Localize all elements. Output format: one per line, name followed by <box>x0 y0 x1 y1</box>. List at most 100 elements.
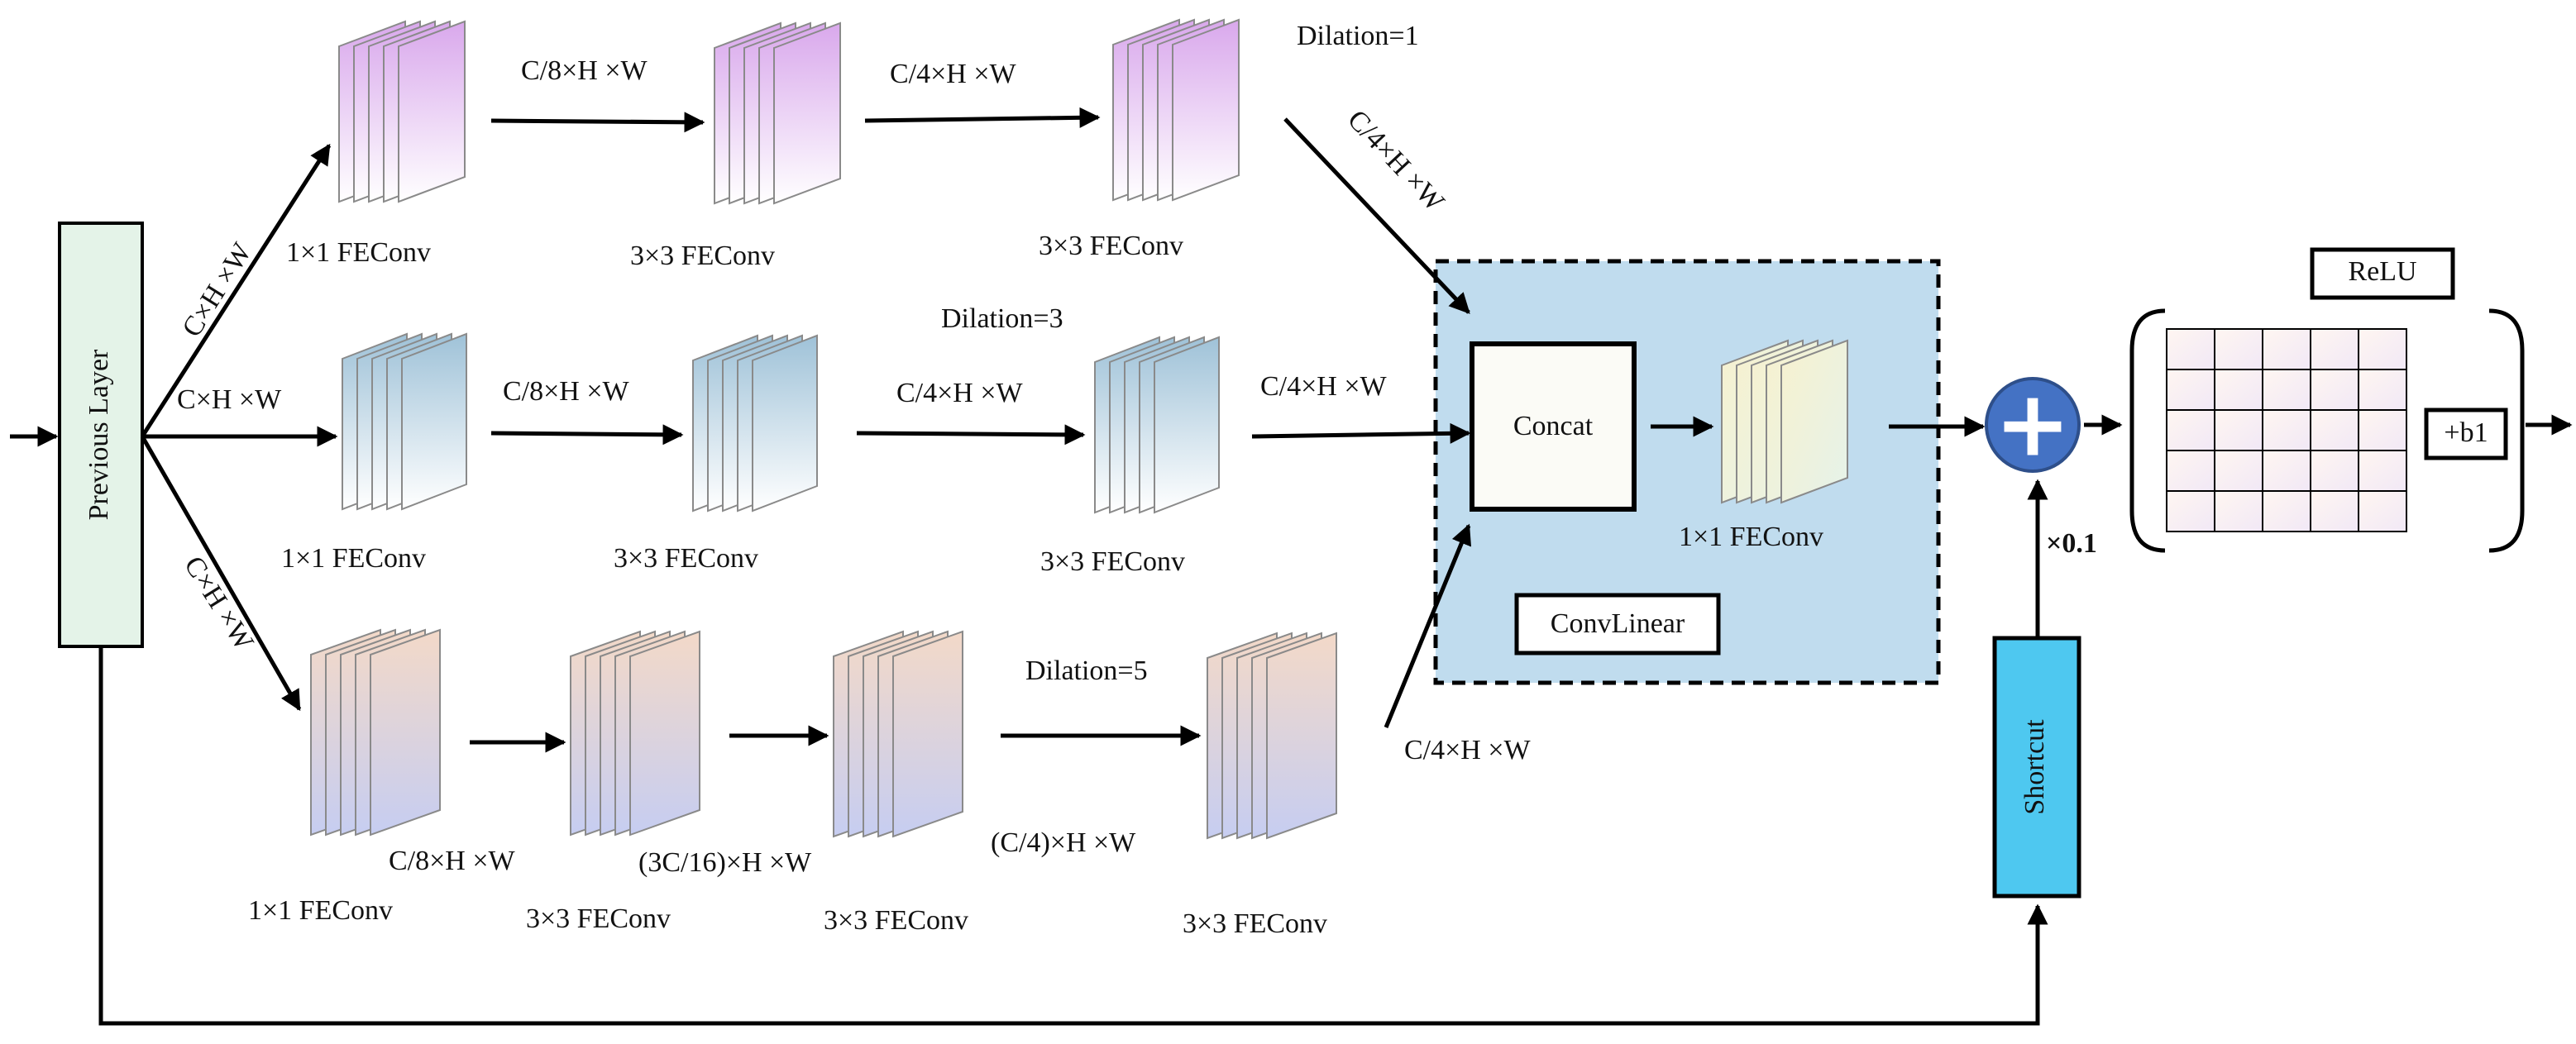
feature-map-slab <box>629 630 700 837</box>
branch2-arrow-1 <box>490 424 684 446</box>
matrix-cell <box>2262 328 2311 370</box>
add-node <box>1985 377 2081 473</box>
previous-layer-label: Previous Layer <box>84 349 114 520</box>
branch3-op-1: 1×1 FEConv <box>248 895 393 926</box>
feature-map-stack <box>1094 336 1220 514</box>
feature-map-slab <box>1266 632 1337 840</box>
bias-label: +b1 <box>2444 417 2488 448</box>
feature-map-slab <box>401 332 467 511</box>
matrix-cell <box>2358 369 2407 411</box>
feature-map-stack <box>1207 632 1337 840</box>
matrix-cell <box>2166 450 2215 492</box>
branch3-dim-3: (C/4)×H ×W <box>991 827 1136 858</box>
branch1-output-dim: C/4×H ×W <box>1341 104 1450 218</box>
matrix-cell <box>2358 450 2407 492</box>
branch1-op-1: 1×1 FEConv <box>286 237 431 268</box>
branch3-op-3: 3×3 FEConv <box>824 905 968 936</box>
branch2-dim-2: C/4×H ×W <box>896 378 1024 408</box>
matrix-cell <box>2166 328 2215 370</box>
feature-map-slab <box>1172 18 1240 202</box>
matrix-cell <box>2310 409 2359 451</box>
branch2-arrow-2 <box>856 424 1086 446</box>
shortcut-box <box>1992 636 2081 899</box>
feature-map-stack <box>833 630 963 838</box>
feature-map-slab <box>773 21 841 205</box>
matrix-cell <box>2214 328 2263 370</box>
branch1-op-2: 3×3 FEConv <box>630 241 775 271</box>
matrix-cell <box>2262 450 2311 492</box>
matrix-cell <box>2262 409 2311 451</box>
matrix-cell <box>2214 450 2263 492</box>
branch3-arrow-4 <box>1384 523 1472 728</box>
branch1-arrow-3 <box>1283 117 1470 314</box>
matrix-cell <box>2358 328 2407 370</box>
branch2-dilation-label: Dilation=3 <box>941 303 1063 334</box>
branch1-arrow-2 <box>864 107 1101 128</box>
feature-map-stack <box>1112 18 1240 202</box>
matrix-cell <box>2166 369 2215 411</box>
matrix-cell <box>2310 369 2359 411</box>
activation-right-bracket <box>2488 308 2525 553</box>
previous-layer-box <box>58 222 144 648</box>
matrix-cell <box>2358 490 2407 532</box>
matrix-cell <box>2262 369 2311 411</box>
branch2-output-dim: C/4×H ×W <box>1260 371 1388 402</box>
concat-label: Concat <box>1513 411 1594 441</box>
feature-map-stack <box>1721 339 1848 504</box>
feature-map-slab <box>370 628 441 837</box>
bias-box <box>2424 408 2508 460</box>
branch1-dilation-label: Dilation=1 <box>1297 21 1419 51</box>
branch3-input-arrow <box>140 435 302 712</box>
add-symbol: + <box>1995 370 2071 476</box>
matrix-cell <box>2166 490 2215 532</box>
convlinear-op-label: 1×1 FEConv <box>1679 522 1823 552</box>
branch1-input-dim: C×H ×W <box>176 237 258 342</box>
shortcut-label: Shortcut <box>2019 719 2050 815</box>
feature-map-slab <box>1780 339 1848 504</box>
matrix-cell <box>2214 490 2263 532</box>
matrix-cell <box>2214 369 2263 411</box>
branch2-op-3: 3×3 FEConv <box>1040 546 1185 577</box>
activation-left-bracket <box>2129 308 2166 553</box>
matrix-cell <box>2214 409 2263 451</box>
feature-map-slab <box>1154 336 1220 514</box>
branch1-dim-2: C/4×H ×W <box>890 59 1017 89</box>
branch2-arrow-3 <box>1251 422 1471 444</box>
feature-map-stack <box>342 332 467 511</box>
branch2-dim-1: C/8×H ×W <box>503 376 630 407</box>
branch1-input-arrow <box>140 143 332 438</box>
matrix-cell <box>2310 490 2359 532</box>
matrix-cell <box>2166 409 2215 451</box>
feature-map-slab <box>892 630 963 838</box>
skip-connection <box>98 646 2048 1026</box>
branch1-op-3: 3×3 FEConv <box>1039 231 1183 261</box>
feature-map-stack <box>570 630 700 837</box>
branch2-op-2: 3×3 FEConv <box>614 543 758 574</box>
branch3-op-2: 3×3 FEConv <box>526 903 671 934</box>
matrix-cell <box>2262 490 2311 532</box>
activation-matrix <box>2166 328 2407 532</box>
branch3-output-dim: C/4×H ×W <box>1404 735 1532 765</box>
matrix-cell <box>2358 409 2407 451</box>
relu-label: ReLU <box>2348 256 2416 287</box>
branch3-dilation-label: Dilation=5 <box>1025 655 1148 686</box>
branch1-dim-1: C/8×H ×W <box>521 55 648 86</box>
feature-map-slab <box>398 20 466 203</box>
matrix-cell <box>2310 450 2359 492</box>
branch3-dim-1: C/8×H ×W <box>389 846 516 876</box>
convlinear-title: ConvLinear <box>1551 608 1685 639</box>
relu-box <box>2310 247 2455 300</box>
branch2-op-1: 1×1 FEConv <box>281 543 426 574</box>
convlinear-title-box <box>1514 593 1721 655</box>
feature-map-stack <box>338 20 466 203</box>
concat-box <box>1470 341 1637 512</box>
shortcut-scale-label: ×0.1 <box>2046 528 2097 559</box>
feature-map-stack <box>714 21 841 205</box>
branch2-input-dim: C×H ×W <box>177 384 282 415</box>
feature-map-slab <box>752 334 818 512</box>
feature-map-stack <box>310 628 441 837</box>
branch1-arrow-1 <box>490 112 705 133</box>
branch3-dim-2: (3C/16)×H ×W <box>638 847 812 878</box>
feature-map-stack <box>692 334 818 512</box>
